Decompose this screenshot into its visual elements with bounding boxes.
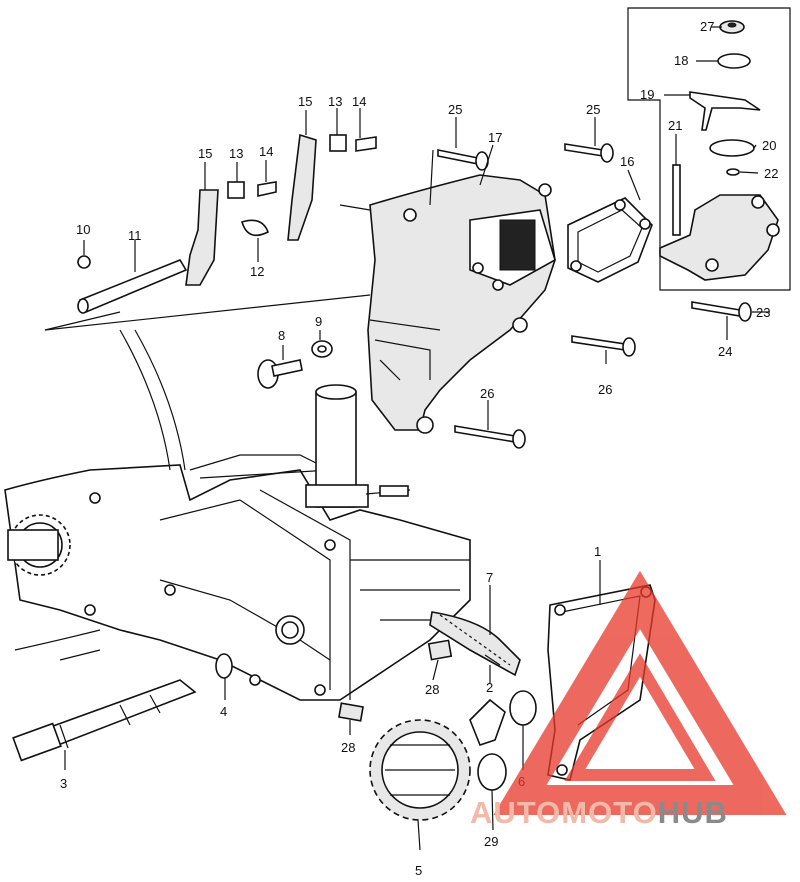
pin-28b <box>338 702 364 722</box>
callout-7: 7 <box>486 570 493 585</box>
callout-5: 5 <box>415 863 422 878</box>
callout-10: 10 <box>76 222 90 237</box>
callout-14a: 14 <box>259 144 273 159</box>
kickstarter-cover <box>367 174 556 434</box>
oring-4 <box>215 653 233 679</box>
leader-lines <box>44 26 770 851</box>
callout-18: 18 <box>674 53 688 68</box>
callout-11: 11 <box>128 228 142 243</box>
callout-2: 2 <box>486 680 493 695</box>
shift-lever-parts <box>77 133 377 314</box>
callout-8: 8 <box>278 328 285 343</box>
oil-tube <box>305 384 411 508</box>
callout-27: 27 <box>700 19 714 34</box>
washer-29 <box>477 753 507 791</box>
callout-22: 22 <box>764 166 778 181</box>
callout-21: 21 <box>668 118 682 133</box>
countershaft <box>12 679 197 762</box>
watermark-text: AUTOMOTOHUB <box>470 795 790 835</box>
washer-a <box>509 690 537 726</box>
crank-sprocket <box>7 514 71 576</box>
callout-4: 4 <box>220 704 227 719</box>
callout-24: 24 <box>718 344 732 359</box>
watermark-text-a: AUTOMOTO <box>470 795 658 830</box>
callout-17: 17 <box>488 130 502 145</box>
bolt-washer <box>257 340 333 389</box>
callout-26b: 26 <box>598 382 612 397</box>
callout-25a: 25 <box>448 102 462 117</box>
callout-19: 19 <box>640 87 654 102</box>
watermark-text-b: HUB <box>657 795 728 830</box>
callout-9: 9 <box>315 314 322 329</box>
callout-16: 16 <box>620 154 634 169</box>
callout-14b: 14 <box>352 94 366 109</box>
callout-28b: 28 <box>341 740 355 755</box>
callout-15a: 15 <box>198 146 212 161</box>
watermark-logo <box>493 570 787 815</box>
sprocket <box>369 719 471 821</box>
callout-13a: 13 <box>229 146 243 161</box>
inset-frame <box>627 7 791 291</box>
callout-29: 29 <box>484 834 498 849</box>
crankcase-housing <box>4 329 471 701</box>
inset-parts <box>659 20 780 281</box>
callout-25b: 25 <box>586 102 600 117</box>
callout-3: 3 <box>60 776 67 791</box>
cotter-pin <box>484 654 501 666</box>
callout-26a: 26 <box>480 386 494 401</box>
callout-28a: 28 <box>425 682 439 697</box>
bolts <box>437 143 752 449</box>
gasket <box>567 197 653 283</box>
oil-nipple <box>469 698 506 746</box>
callout-13b: 13 <box>328 94 342 109</box>
callout-23: 23 <box>756 305 770 320</box>
callout-12: 12 <box>250 264 264 279</box>
callout-15b: 15 <box>298 94 312 109</box>
callout-1: 1 <box>594 544 601 559</box>
pin-28a <box>427 639 453 661</box>
callout-20: 20 <box>762 138 776 153</box>
